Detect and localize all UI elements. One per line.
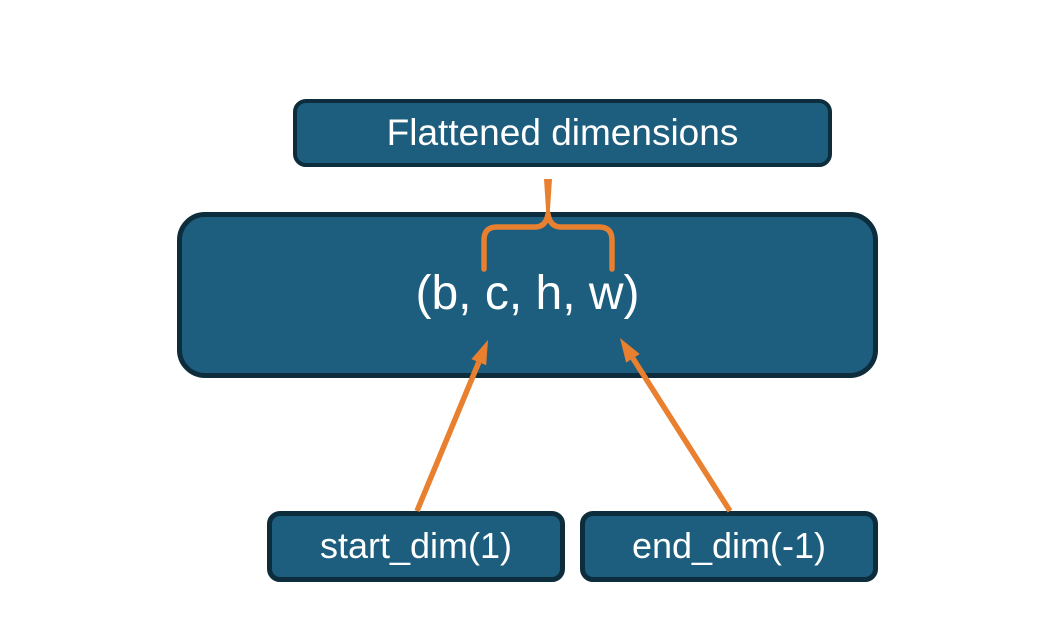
node-tensor-shape: (b, c, h, w): [177, 212, 878, 378]
node-start-dim: start_dim(1): [267, 511, 565, 582]
node-flattened-dimensions: Flattened dimensions: [293, 99, 832, 167]
node-end-dim-label: end_dim(-1): [631, 524, 827, 566]
node-end-dim: end_dim(-1): [580, 511, 878, 582]
node-tensor-shape-label: (b, c, h, w): [415, 267, 640, 320]
node-flattened-dimensions-label: Flattened dimensions: [386, 111, 739, 153]
node-start-dim-label: start_dim(1): [319, 524, 513, 566]
